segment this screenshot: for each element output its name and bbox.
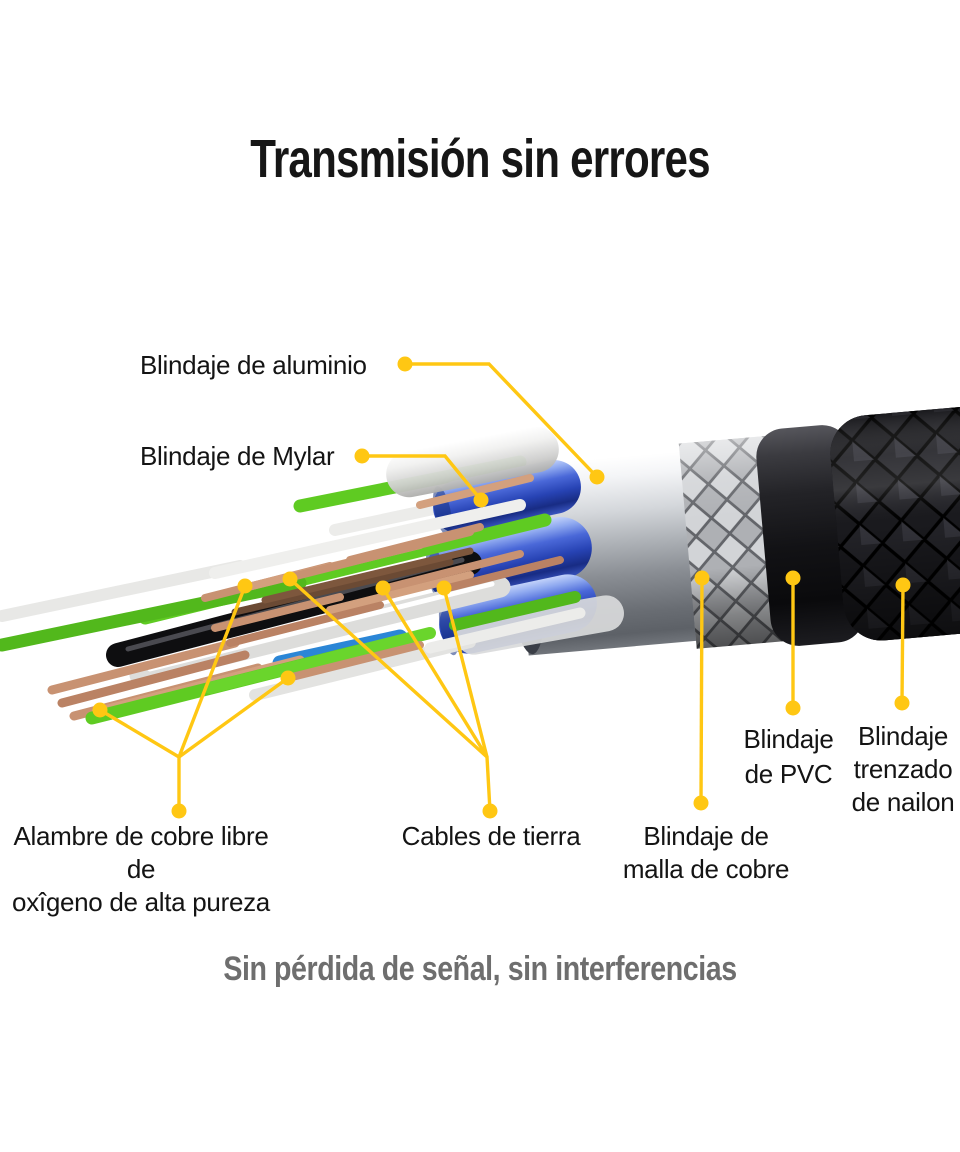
wire-bundle-front xyxy=(0,474,586,725)
callout-dot xyxy=(354,448,370,464)
label-copper-wire-line2: oxîgeno de alta pureza xyxy=(12,887,270,917)
label-copper-mesh-line1: Blindaje de xyxy=(643,821,769,851)
label-nylon: Blindaje trenzado de nailon xyxy=(842,720,960,819)
label-aluminum: Blindaje de aluminio xyxy=(140,349,367,382)
label-pvc: Blindaje de PVC xyxy=(716,722,861,792)
callout-line-aluminum xyxy=(397,356,605,485)
label-pvc-line2: de PVC xyxy=(744,759,833,789)
callout-dot xyxy=(894,695,910,711)
label-ground: Cables de tierra xyxy=(391,820,591,853)
callout-dot xyxy=(785,700,801,716)
label-copper-wire: Alambre de cobre libre de oxîgeno de alt… xyxy=(0,820,282,919)
callout-dot xyxy=(693,795,709,811)
label-pvc-line1: Blindaje xyxy=(743,724,834,754)
callout-dot xyxy=(694,570,710,586)
callout-line-copper-wire xyxy=(92,578,296,819)
callout-dot xyxy=(895,577,911,593)
label-ground-text: Cables de tierra xyxy=(401,821,581,851)
callout-dot xyxy=(375,580,391,596)
callout-line-nylon xyxy=(894,577,911,711)
label-nylon-line1: Blindaje xyxy=(857,721,949,751)
callout-dot xyxy=(436,580,452,596)
callout-line-copper-mesh xyxy=(693,570,710,811)
callout-dot xyxy=(280,670,296,686)
label-aluminum-text: Blindaje de aluminio xyxy=(140,350,367,380)
callout-dot xyxy=(482,803,498,819)
callout-dot xyxy=(92,702,108,718)
callout-dot xyxy=(171,803,187,819)
label-copper-mesh-line2: malla de cobre xyxy=(622,854,790,884)
callout-dot xyxy=(785,570,801,586)
callout-line-pvc xyxy=(785,570,801,716)
label-nylon-line2: trenzado xyxy=(853,754,953,784)
label-copper-mesh: Blindaje de malla de cobre xyxy=(556,820,856,886)
callout-dot xyxy=(282,571,298,587)
callout-dot xyxy=(237,578,253,594)
nylon-braid-layer xyxy=(830,405,960,641)
callout-dot xyxy=(397,356,413,372)
callout-lines xyxy=(92,356,911,819)
label-copper-wire-line1: Alambre de cobre libre de xyxy=(13,821,269,884)
callout-line-ground xyxy=(282,571,498,819)
label-nylon-line3: de nailon xyxy=(851,787,955,817)
label-mylar-text: Blindaje de Mylar xyxy=(140,441,335,471)
label-mylar: Blindaje de Mylar xyxy=(140,440,335,473)
callout-line-mylar xyxy=(354,448,489,508)
page-tagline: Sin pérdida de señal, sin interferencias xyxy=(223,950,737,988)
callout-dot xyxy=(589,469,605,485)
callout-dot xyxy=(473,492,489,508)
page-title: Transmisión sin errores xyxy=(250,129,710,189)
